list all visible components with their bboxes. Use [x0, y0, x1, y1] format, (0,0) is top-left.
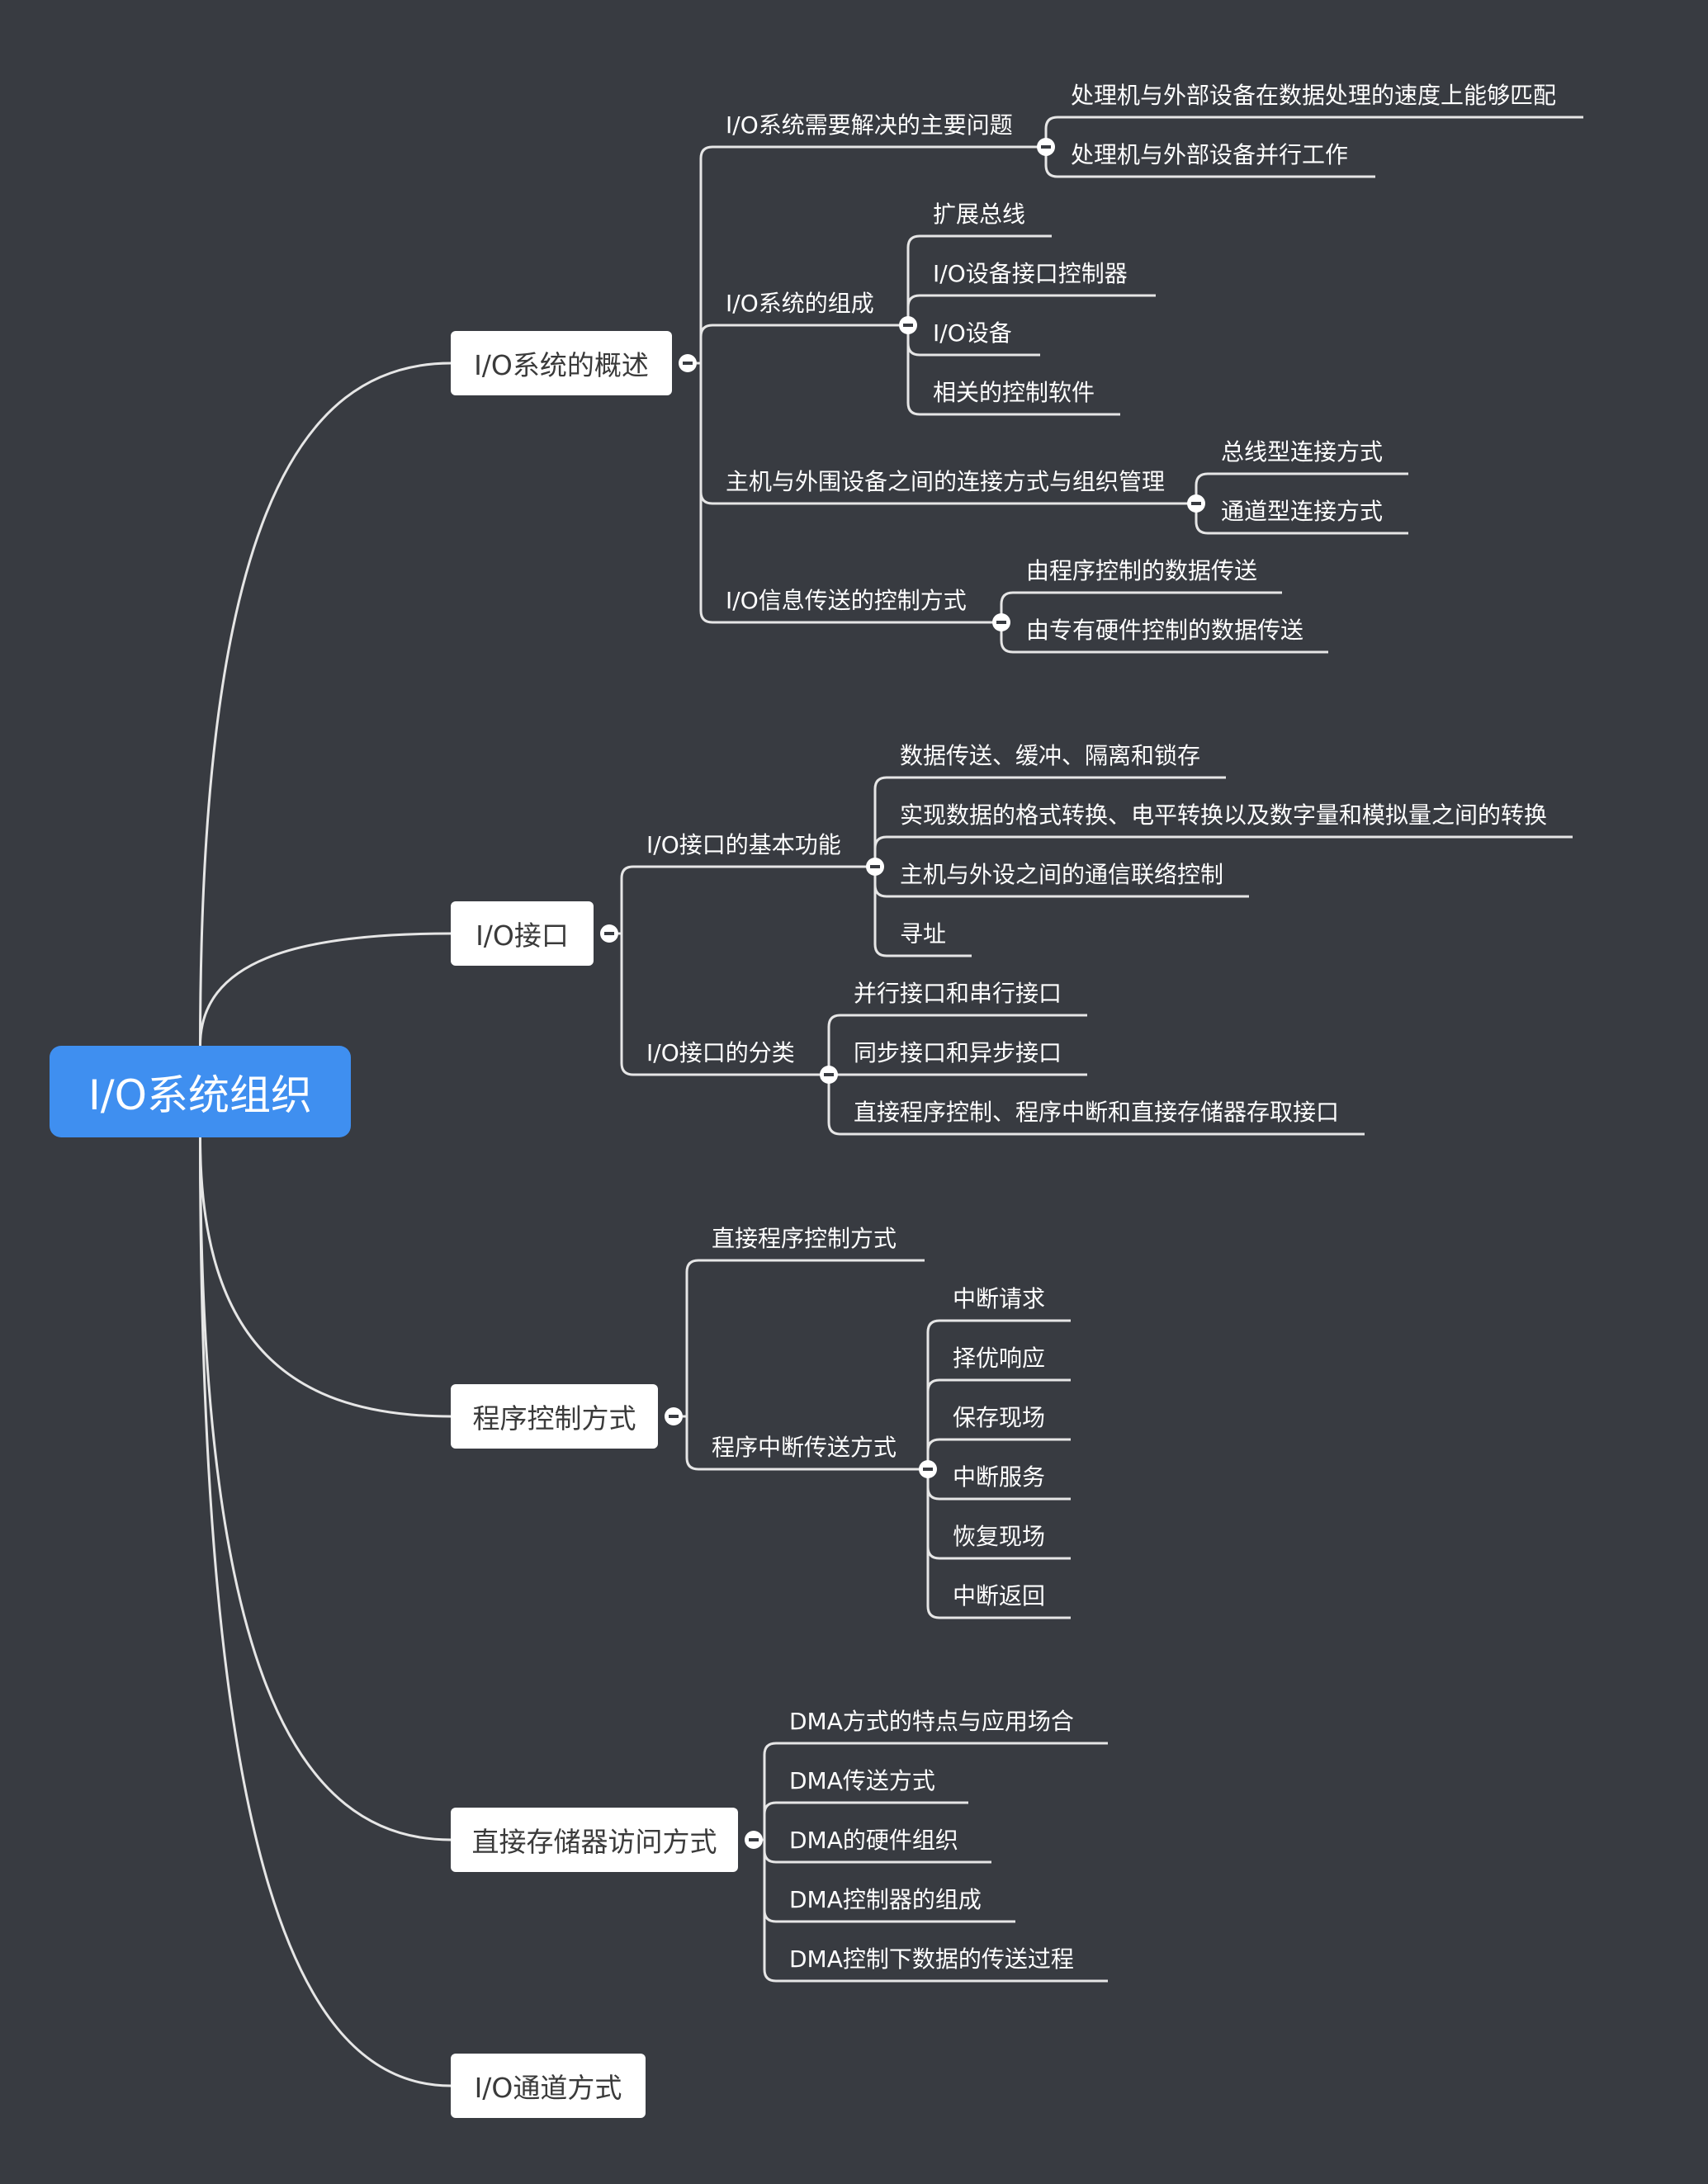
- collapse-toggle-icon[interactable]: [919, 1460, 937, 1478]
- collapse-toggle-icon[interactable]: [866, 858, 884, 876]
- leaf-topic-item[interactable]: 中断返回: [953, 1582, 1046, 1610]
- subtopic-item[interactable]: I/O系统的组成: [726, 290, 874, 317]
- leaf-topic-item[interactable]: 同步接口和异步接口: [854, 1039, 1062, 1066]
- leaf-topic-item[interactable]: 主机与外设之间的通信联络控制: [900, 861, 1224, 888]
- leaf-topic-item[interactable]: 保存现场: [953, 1404, 1046, 1431]
- leaf-topic-item[interactable]: I/O设备接口控制器: [933, 260, 1128, 287]
- leaf-topic-item[interactable]: 择优响应: [953, 1345, 1046, 1372]
- root-topic[interactable]: I/O系统组织: [50, 1046, 351, 1137]
- main-topic-1[interactable]: I/O系统的概述: [451, 331, 672, 395]
- subtopic-item[interactable]: I/O信息传送的控制方式: [726, 587, 967, 614]
- leaf-topic-item[interactable]: 相关的控制软件: [933, 379, 1095, 406]
- collapse-toggle-icon[interactable]: [820, 1066, 838, 1084]
- leaf-topic-item[interactable]: 并行接口和串行接口: [854, 980, 1062, 1007]
- leaf-topic-item[interactable]: 直接程序控制、程序中断和直接存储器存取接口: [854, 1099, 1340, 1126]
- main-topic-2[interactable]: I/O接口: [451, 901, 594, 966]
- leaf-topic-item[interactable]: 处理机与外部设备并行工作: [1071, 141, 1349, 168]
- subtopic-item[interactable]: DMA传送方式: [789, 1767, 935, 1794]
- leaf-topic-item[interactable]: 中断服务: [953, 1463, 1046, 1491]
- leaf-topic-item[interactable]: 处理机与外部设备在数据处理的速度上能够匹配: [1071, 82, 1557, 109]
- leaf-topic-item[interactable]: 总线型连接方式: [1221, 438, 1384, 466]
- collapse-toggle-icon[interactable]: [992, 613, 1010, 631]
- leaf-topic-item[interactable]: 实现数据的格式转换、电平转换以及数字量和模拟量之间的转换: [900, 801, 1548, 829]
- leaf-topic-item[interactable]: 寻址: [900, 920, 947, 948]
- subtopic-item[interactable]: 直接程序控制方式: [712, 1225, 897, 1252]
- subtopic-item[interactable]: I/O接口的基本功能: [646, 831, 841, 858]
- collapse-toggle-icon[interactable]: [1037, 138, 1055, 156]
- subtopic-item[interactable]: DMA控制器的组成: [789, 1886, 982, 1913]
- leaf-topic-item[interactable]: 由专有硬件控制的数据传送: [1026, 617, 1304, 644]
- collapse-toggle-icon[interactable]: [600, 924, 618, 943]
- subtopic-item[interactable]: I/O接口的分类: [646, 1039, 795, 1066]
- subtopic-item[interactable]: DMA控制下数据的传送过程: [789, 1945, 1074, 1973]
- leaf-topic-item[interactable]: 扩展总线: [933, 201, 1026, 228]
- subtopic-item[interactable]: DMA的硬件组织: [789, 1827, 958, 1854]
- main-topic-3[interactable]: 程序控制方式: [451, 1384, 658, 1449]
- main-topic-5[interactable]: I/O通道方式: [451, 2054, 646, 2118]
- collapse-toggle-icon[interactable]: [679, 354, 697, 372]
- main-topic-4[interactable]: 直接存储器访问方式: [451, 1808, 738, 1872]
- leaf-topic-item[interactable]: 由程序控制的数据传送: [1026, 557, 1258, 584]
- leaf-topic-item[interactable]: 恢复现场: [953, 1523, 1046, 1550]
- subtopic-item[interactable]: DMA方式的特点与应用场合: [789, 1708, 1074, 1735]
- collapse-toggle-icon[interactable]: [1187, 494, 1205, 513]
- subtopic-item[interactable]: I/O系统需要解决的主要问题: [726, 111, 1013, 139]
- leaf-topic-item[interactable]: 中断请求: [953, 1285, 1046, 1312]
- subtopic-item[interactable]: 主机与外围设备之间的连接方式与组织管理: [726, 468, 1166, 495]
- leaf-topic-item[interactable]: I/O设备: [933, 319, 1012, 347]
- subtopic-item[interactable]: 程序中断传送方式: [712, 1434, 897, 1461]
- leaf-topic-item[interactable]: 通道型连接方式: [1221, 498, 1384, 525]
- collapse-toggle-icon[interactable]: [665, 1407, 683, 1425]
- collapse-toggle-icon[interactable]: [745, 1831, 763, 1849]
- leaf-topic-item[interactable]: 数据传送、缓冲、隔离和锁存: [900, 742, 1201, 769]
- collapse-toggle-icon[interactable]: [899, 316, 917, 334]
